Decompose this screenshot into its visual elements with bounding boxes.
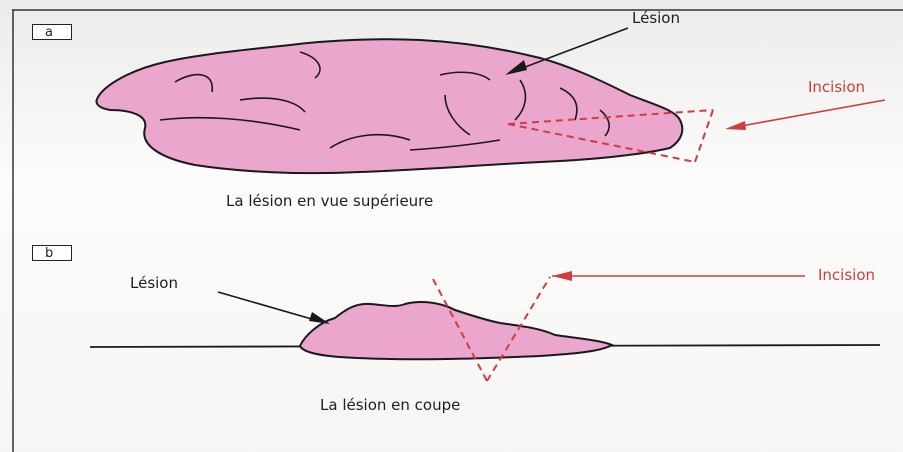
caption-b: La lésion en coupe [320,396,460,414]
lesion-label-b: Lésion [130,274,178,292]
panel-b-label: b [32,245,72,261]
incision-pointer-arrowhead-a [725,121,746,130]
incision-pointer-arrowhead-b [552,271,572,281]
lesion-pointer-line-b [218,292,322,322]
lesion-top-view-shape [97,39,683,173]
lesion-pointer-arrowhead-b [309,312,330,324]
incision-label-a: Incision [808,78,865,96]
caption-a: La lésion en vue supérieure [226,192,433,210]
lesion-cross-section-shape [300,302,612,359]
panel-a-label: a [32,24,72,40]
incision-label-b: Incision [818,266,875,284]
lesion-pointer-line-a [512,28,628,72]
lesion-label-a: Lésion [632,9,680,27]
incision-pointer-line-a [730,100,885,128]
